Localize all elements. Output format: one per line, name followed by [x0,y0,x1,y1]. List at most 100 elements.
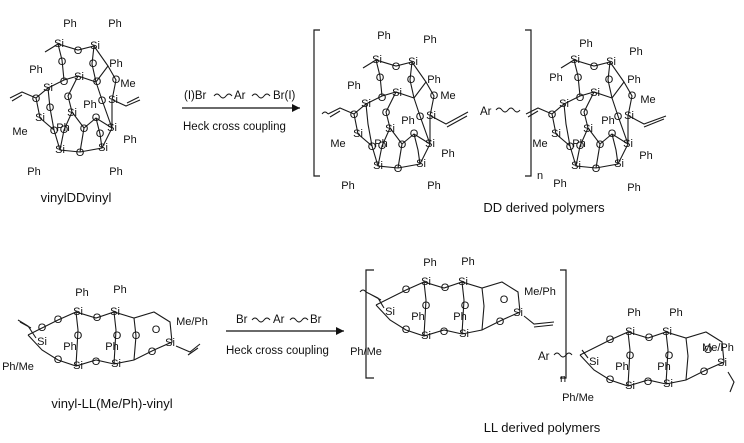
atom-o: O [80,123,89,135]
substituent-ph: Ph [109,58,122,70]
linker-aryl: Ar [480,106,492,118]
svg-text:O: O [440,326,449,338]
svg-text:Ph: Ph [461,256,474,268]
svg-text:Me: Me [440,90,455,102]
atom-si: Si [108,94,118,106]
svg-text:Ph: Ph [341,180,354,192]
ll-polymer-structure: n O Si O Si O Si Si O O O Si O Si O Ph P… [350,256,735,404]
svg-text:Si: Si [606,56,616,68]
svg-text:Si: Si [425,138,435,150]
svg-text:Si: Si [110,306,120,318]
substituent-ph: Ph [27,166,40,178]
svg-text:Si: Si [624,110,634,122]
svg-text:O: O [461,300,470,312]
svg-text:O: O [430,90,439,102]
atom-o: O [76,147,85,159]
reagent-halide-right: Br(I) [273,90,296,102]
reagent-aryl: Ar [273,314,285,326]
substituent-ph: Ph [109,166,122,178]
svg-text:O: O [704,344,713,356]
atom-si: Si [35,112,45,124]
svg-text:Si: Si [513,307,523,319]
svg-text:Si: Si [662,326,672,338]
reagent-halide-left: Br [236,314,248,326]
atom-o: O [89,58,98,70]
svg-text:O: O [645,332,654,344]
reaction-condition: Heck cross coupling [226,345,329,357]
wavy-bond-icon [251,93,271,99]
svg-text:Si: Si [421,276,431,288]
svg-text:Si: Si [459,328,469,340]
dd-monomer-atoms: Si O Si O O Si O Si O O Si O O O Si O Si… [12,18,136,178]
svg-text:O: O [378,92,387,104]
svg-text:O: O [132,330,141,342]
svg-text:Ph: Ph [627,307,640,319]
svg-text:Si: Si [73,360,83,372]
reaction-condition: Heck cross coupling [183,121,286,133]
atom-si: Si [98,142,108,154]
substituent-ph: Ph [29,64,42,76]
svg-text:O: O [402,324,411,336]
vinyl-group-right [112,96,141,107]
atom-o: O [96,128,105,140]
svg-text:O: O [422,300,431,312]
svg-text:Ph: Ph [423,257,436,269]
svg-text:Si: Si [361,98,371,110]
svg-text:Ph: Ph [427,180,440,192]
arrowhead-icon [336,327,344,335]
wavy-bond-icon [289,317,309,323]
atom-si: Si [90,40,100,52]
svg-text:O: O [38,322,47,334]
svg-text:Me: Me [532,138,547,150]
reagent-halide-left: (I)Br [184,90,207,102]
svg-text:Ph: Ph [75,287,88,299]
svg-text:O: O [592,163,601,175]
repeat-bracket-left [313,29,320,177]
svg-text:O: O [54,354,63,366]
row1-reaction: (I)Br Ar Br(I) Heck cross coupling [182,90,300,133]
svg-text:Ph: Ph [615,361,628,373]
ll-monomer-label: vinyl-LL(Me/Ph)-vinyl [51,396,172,411]
svg-text:O: O [605,74,614,86]
atom-o: O [50,125,59,137]
svg-text:Si: Si [73,306,83,318]
svg-text:O: O [148,346,157,358]
ll-monomer-structure: O Si O Si O Si O Si O O O O Si O Si O Ph… [2,284,208,373]
svg-text:Si: Si [625,326,635,338]
svg-text:Si: Si [590,87,600,99]
row2-reaction: Br Ar Br Heck cross coupling [226,314,344,357]
svg-text:Ph: Ph [579,38,592,50]
svg-text:O: O [500,294,509,306]
svg-text:O: O [576,92,585,104]
svg-text:Ph: Ph [601,115,614,127]
dd-polymer-structure: n Si O Si O O Si O Si O Si O O O Si Si O… [313,29,667,194]
svg-text:Si: Si [583,123,593,135]
reagent-halide-right: Br [310,314,322,326]
ll-product-label: LL derived polymers [484,420,601,435]
svg-text:Ph: Ph [427,74,440,86]
svg-text:Si: Si [717,357,727,369]
svg-text:Ph: Ph [374,138,387,150]
substituent-me: Me [12,126,27,138]
svg-text:O: O [92,356,101,368]
svg-text:Si: Si [385,123,395,135]
svg-text:O: O [566,141,575,153]
vinyl-group-left [9,91,37,102]
svg-text:Si: Si [372,54,382,66]
substituent-ph: Ph [83,99,96,111]
svg-text:Ph: Ph [627,182,640,194]
svg-text:O: O [378,140,387,152]
svg-text:O: O [394,163,403,175]
atom-si: Si [55,144,65,156]
svg-text:Ph/Me: Ph/Me [350,346,382,358]
svg-text:O: O [580,107,589,119]
svg-text:O: O [574,72,583,84]
svg-text:Ph: Ph [669,307,682,319]
svg-text:O: O [596,139,605,151]
atom-si: Si [107,122,117,134]
svg-text:O: O [606,374,615,386]
atom-o: O [98,95,107,107]
repeat-bracket-left [365,269,374,379]
svg-text:Ph: Ph [411,311,424,323]
